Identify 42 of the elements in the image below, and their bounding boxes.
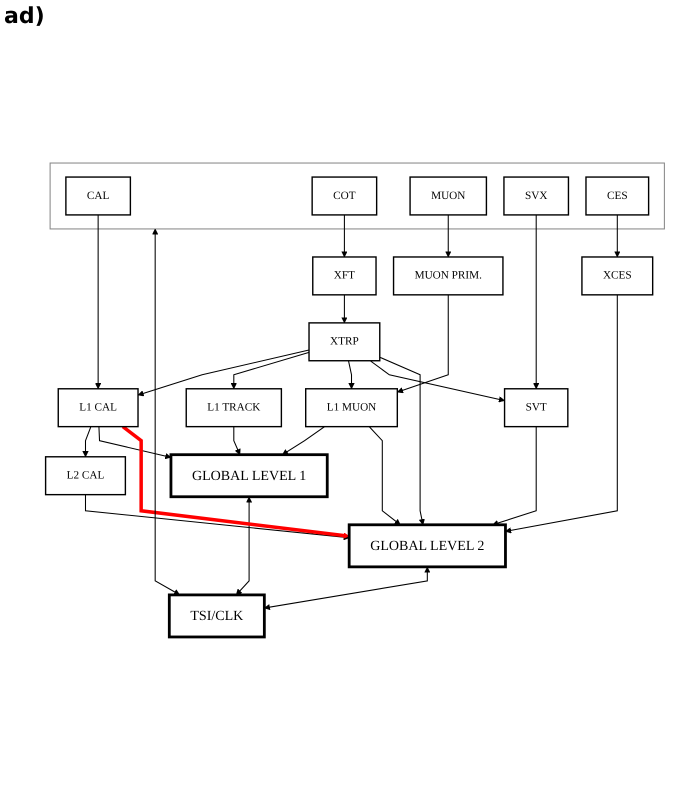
node-box: TSI/CLK [168, 594, 266, 638]
node-box: GLOBAL LEVEL 1 [170, 453, 329, 498]
arrow [614, 214, 620, 258]
arrow [341, 294, 348, 324]
node-box: SVX [503, 176, 570, 216]
arrow [282, 426, 325, 455]
node-box: XTRP [308, 322, 380, 362]
node-box: CAL [65, 176, 132, 216]
arrow [348, 360, 355, 390]
node-box: SVT [504, 388, 569, 428]
arrow [138, 350, 310, 396]
arrow [505, 294, 618, 534]
arrow [341, 214, 348, 258]
node-box: CES [585, 176, 650, 216]
arrow [533, 214, 540, 390]
arrow [95, 214, 102, 390]
arrow [230, 352, 310, 390]
arrow [122, 425, 350, 539]
arrow [82, 426, 92, 458]
node-box: XCES [581, 256, 654, 296]
node-box: L2 CAL [44, 456, 126, 496]
arrow [236, 496, 252, 596]
arrow [368, 426, 401, 526]
arrow [264, 566, 430, 610]
cluster [50, 162, 665, 230]
arrow [84, 494, 350, 540]
arrow [98, 426, 172, 460]
node-box: COT [311, 176, 378, 216]
arrow [152, 228, 180, 596]
node-box: L1 CAL [58, 388, 139, 428]
arrow [233, 426, 241, 455]
node-box: GLOBAL LEVEL 2 [348, 523, 507, 568]
node-box: L1 TRACK [186, 388, 282, 428]
node-box: L1 MUON [305, 388, 398, 428]
arrow [397, 294, 449, 394]
arrow [370, 360, 505, 402]
note-text: ad) [4, 4, 45, 29]
node-box: MUON [409, 176, 488, 216]
node-box: MUON PRIM. [392, 256, 504, 296]
arrow [445, 214, 452, 258]
node-box: XFT [312, 256, 377, 296]
arrow [380, 356, 425, 526]
